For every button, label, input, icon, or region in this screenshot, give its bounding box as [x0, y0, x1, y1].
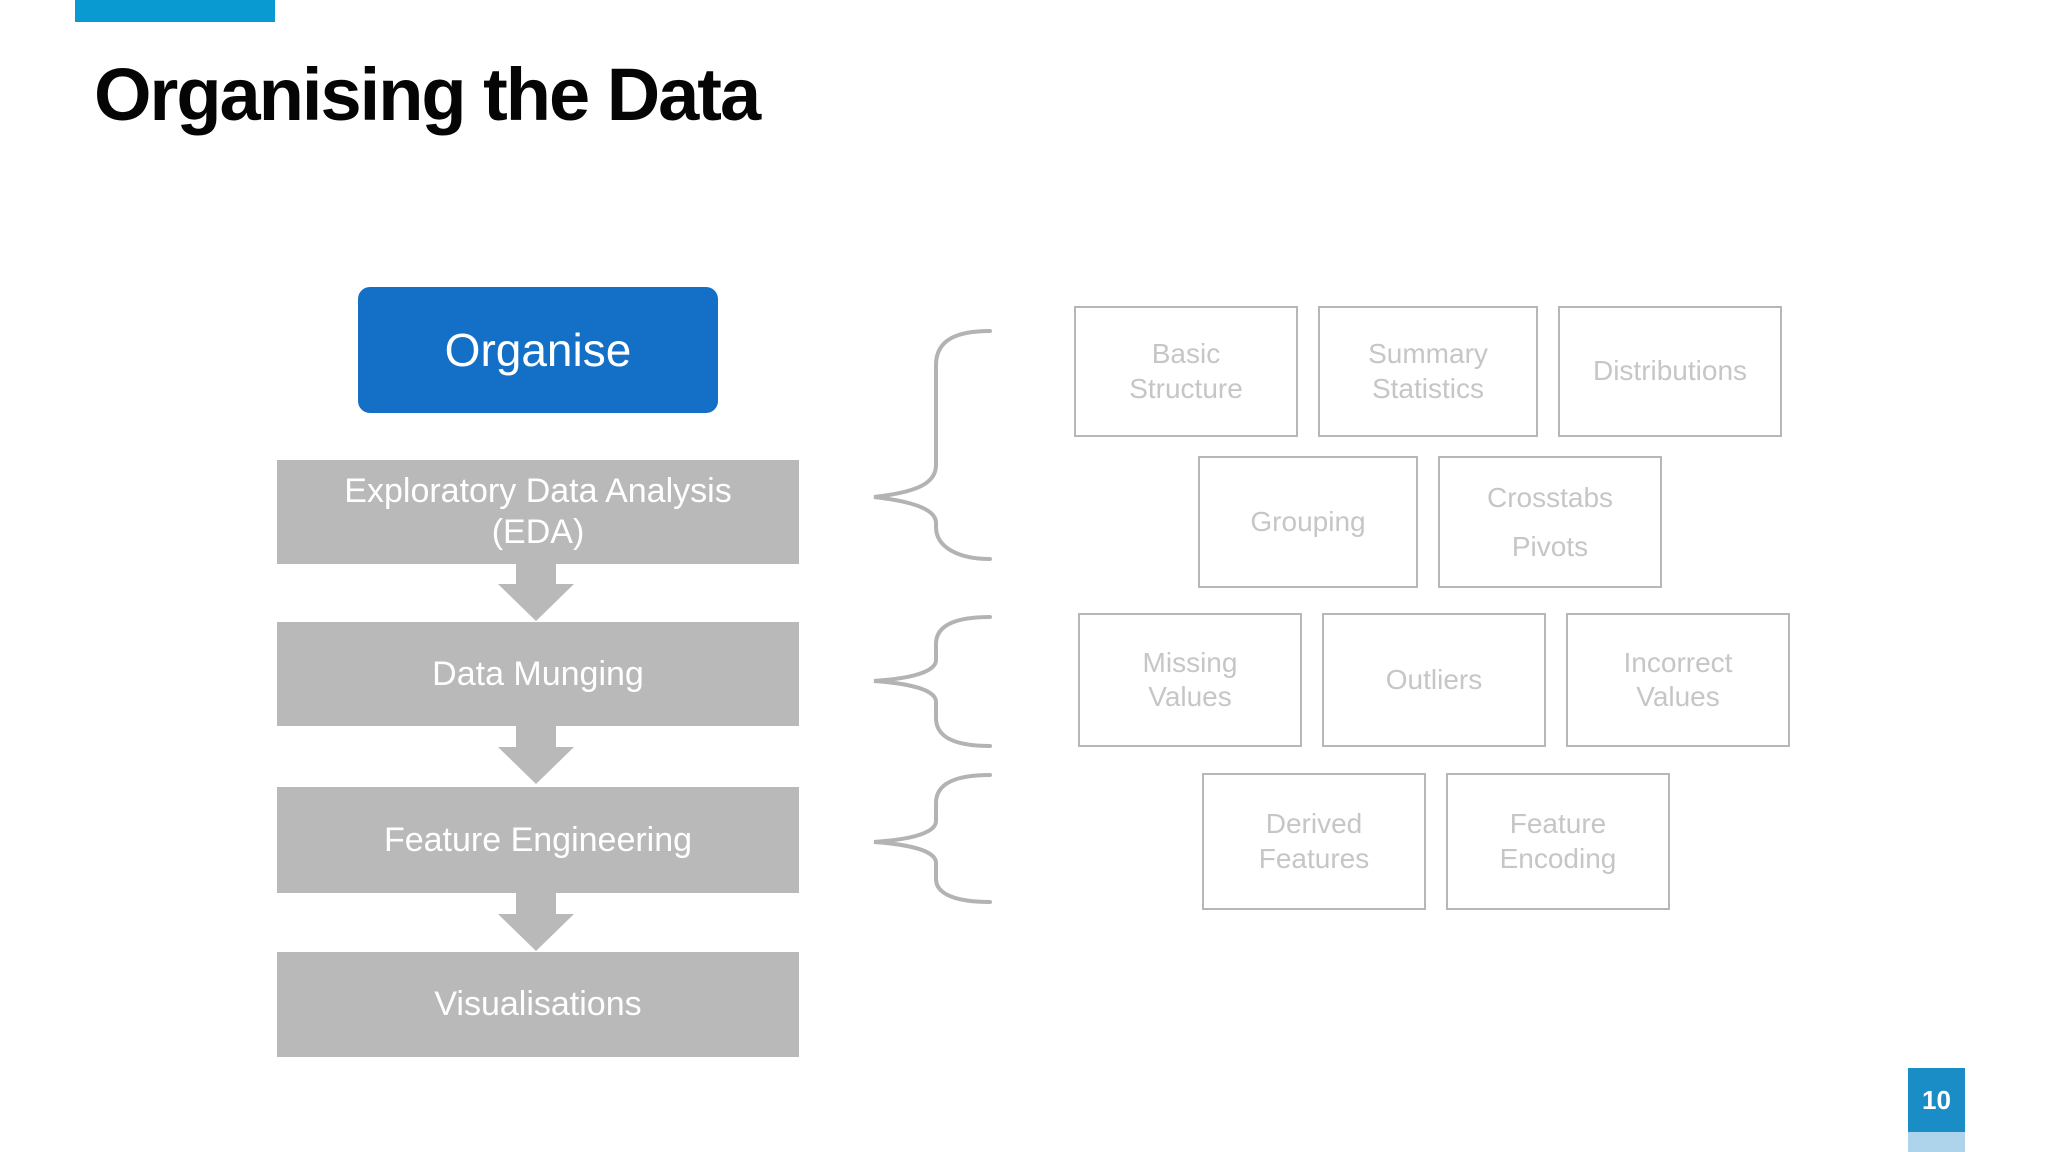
- detail-box-grouping: Grouping: [1198, 456, 1418, 588]
- detail-box-crosstabs-pivots: Crosstabs Pivots: [1438, 456, 1662, 588]
- detail-box-basic-structure: Basic Structure: [1074, 306, 1298, 437]
- organise-box: Organise: [358, 287, 718, 413]
- detail-box-summary-statistics: Summary Statistics: [1318, 306, 1538, 437]
- step-box-eda: Exploratory Data Analysis (EDA): [277, 460, 799, 564]
- accent-bar: [75, 0, 275, 22]
- step-box-visualisations: Visualisations: [277, 952, 799, 1057]
- detail-box-incorrect-values: Incorrect Values: [1566, 613, 1790, 747]
- detail-box-missing-values: Missing Values: [1078, 613, 1302, 747]
- step-box-feature-engineering: Feature Engineering: [277, 787, 799, 893]
- left-brace-icon: [873, 615, 992, 748]
- down-arrow-icon: [498, 726, 574, 784]
- page-number-badge: 10: [1908, 1068, 1965, 1132]
- detail-box-feature-encoding: Feature Encoding: [1446, 773, 1670, 910]
- page-number-strip: [1908, 1132, 1965, 1152]
- left-brace-icon: [873, 773, 992, 904]
- step-box-data-munging: Data Munging: [277, 622, 799, 726]
- down-arrow-icon: [498, 563, 574, 621]
- detail-box-derived-features: Derived Features: [1202, 773, 1426, 910]
- detail-box-outliers: Outliers: [1322, 613, 1546, 747]
- page-title: Organising the Data: [94, 53, 761, 136]
- down-arrow-icon: [498, 893, 574, 951]
- left-brace-icon: [873, 329, 992, 561]
- detail-box-distributions: Distributions: [1558, 306, 1782, 437]
